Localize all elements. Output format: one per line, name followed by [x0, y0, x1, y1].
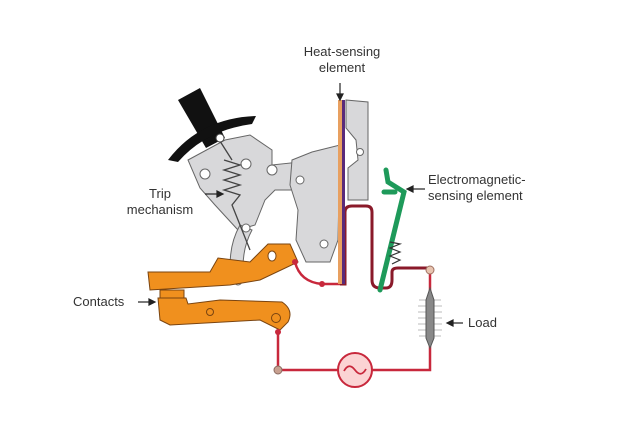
trip-mechanism	[187, 99, 369, 286]
ac-source	[337, 352, 373, 388]
terminal	[425, 265, 435, 275]
wire-bimetal-loop	[340, 204, 430, 290]
label-heat-sensing: Heat-sensing element	[294, 44, 390, 76]
spring-anchor	[215, 133, 225, 143]
label-line: Heat-sensing	[303, 44, 381, 59]
load	[418, 286, 442, 350]
pivot	[241, 223, 251, 233]
arrow-heat-sensing-head	[336, 93, 344, 102]
label-line: sensing element	[428, 188, 523, 203]
heat-sensing-element	[338, 100, 345, 284]
fixed-contact-arm	[157, 297, 291, 331]
em-spring	[388, 241, 403, 265]
label-line: element	[318, 60, 366, 75]
handle-base	[168, 116, 256, 162]
internal-wire	[340, 204, 430, 290]
em-armature	[377, 167, 407, 293]
contacts[interactable]	[147, 243, 299, 331]
contact-hole	[271, 313, 281, 323]
terminal	[275, 329, 281, 335]
arrow-load-head	[445, 319, 454, 327]
moving-contact-arm	[147, 243, 299, 291]
contact-hole	[267, 250, 277, 262]
wire-bottom-right	[372, 345, 432, 372]
ac-wave-icon	[343, 365, 367, 375]
bimetal-layer-a	[338, 100, 342, 284]
handle[interactable]	[168, 88, 256, 162]
label-load: Load	[468, 315, 497, 330]
callout-arrows	[138, 83, 463, 327]
pivot	[240, 158, 252, 170]
label-line: mechanism	[126, 202, 194, 217]
label-contacts: Contacts	[73, 294, 125, 309]
load-body	[425, 286, 435, 350]
electromagnetic-sensing-element	[377, 167, 407, 293]
arrow-em-head	[405, 185, 414, 193]
label-line: Electromagnetic-	[428, 172, 526, 187]
wire-flex-to-bimetal	[293, 261, 340, 286]
terminal	[319, 281, 325, 287]
label-line: Trip	[149, 186, 171, 201]
terminal	[292, 259, 298, 265]
contact-tip	[159, 289, 185, 299]
label-electromagnetic: Electromagnetic- sensing element	[428, 172, 568, 204]
contact-hole	[206, 308, 214, 316]
bimetal-layer-b	[342, 100, 345, 284]
pivot	[356, 148, 364, 156]
pivot	[295, 175, 305, 185]
pivot	[199, 168, 211, 180]
terminal	[273, 365, 283, 375]
latch-plate	[289, 144, 341, 263]
arrow-contacts-head	[148, 298, 157, 306]
pivot	[266, 164, 278, 176]
pivot	[319, 239, 329, 249]
label-trip-mechanism: Trip mechanism	[118, 186, 202, 218]
arrow-trip-head	[216, 190, 225, 198]
